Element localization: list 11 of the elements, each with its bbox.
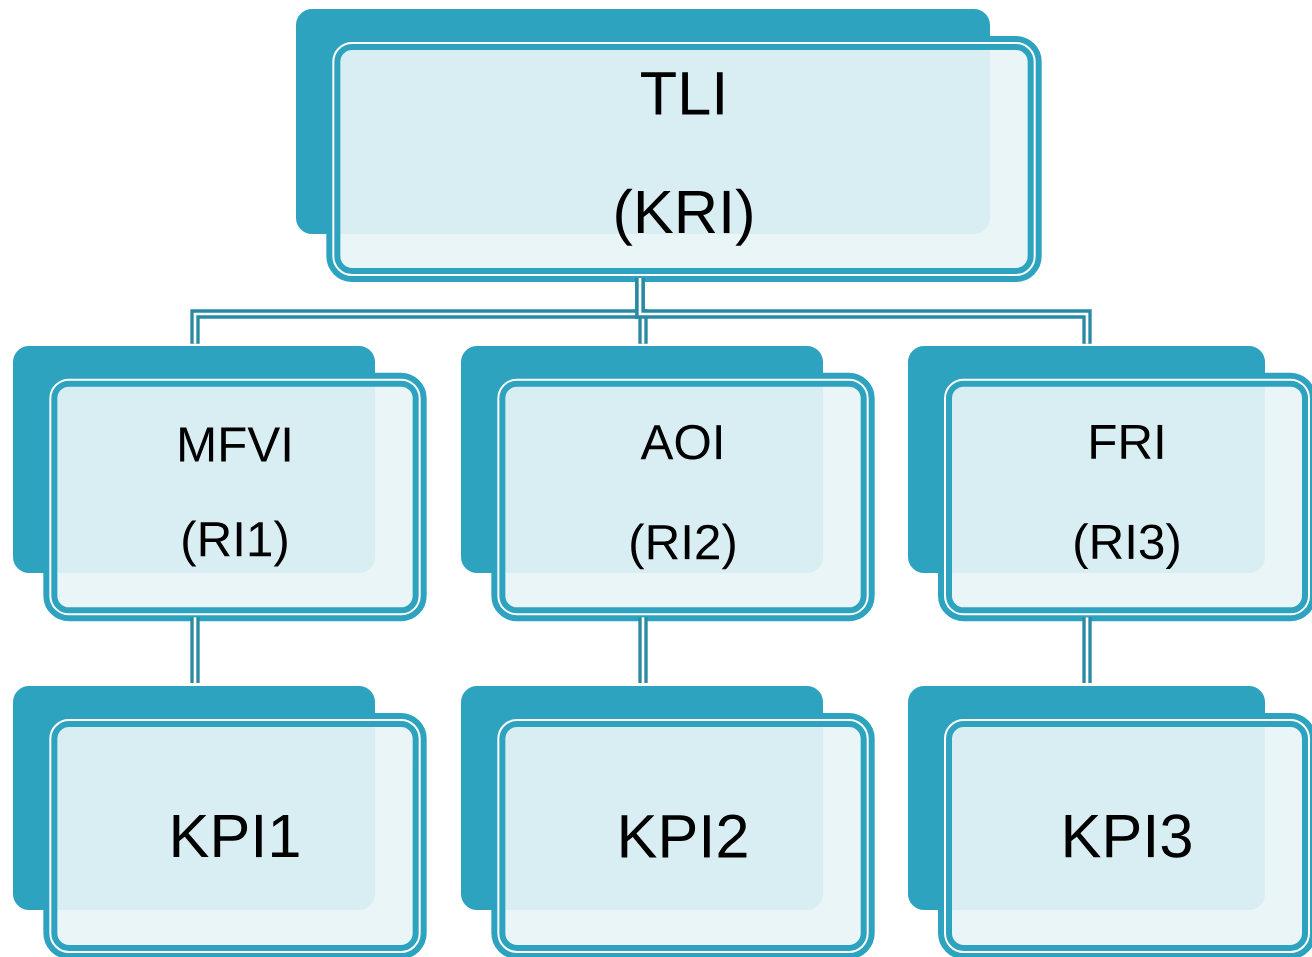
- box: KPI3: [908, 686, 1312, 957]
- box: KPI2: [461, 686, 875, 957]
- connector: [190, 617, 200, 683]
- box: FRI (RI3): [908, 346, 1312, 622]
- connector: [1082, 617, 1092, 683]
- connector: [638, 617, 648, 683]
- box: KPI1: [13, 686, 427, 957]
- box: AOI (RI2): [461, 346, 875, 622]
- connector: [635, 278, 1092, 344]
- box: MFVI (RI1): [13, 346, 427, 622]
- box: TLI (KRI): [296, 9, 1042, 282]
